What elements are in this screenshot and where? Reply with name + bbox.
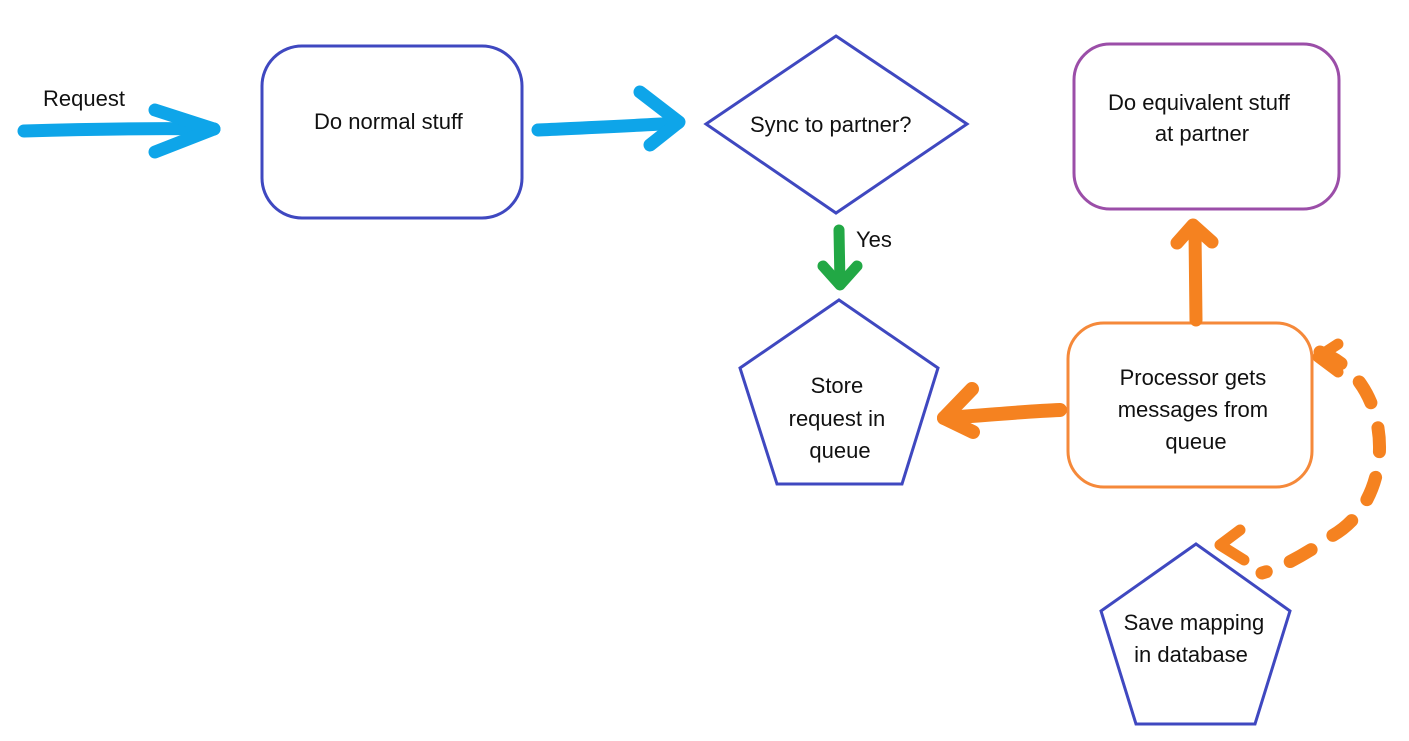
to-decision-arrow (531, 85, 686, 152)
yes-arrow (817, 224, 863, 291)
store-request-pentagon (738, 298, 940, 486)
processor-to-partner-arrow (1170, 218, 1219, 327)
processor-line-1: Processor gets (1120, 365, 1267, 390)
do-equivalent-box (1072, 42, 1341, 211)
yes-label: Yes (856, 227, 892, 252)
save-mapping-line-2: in database (1134, 642, 1248, 667)
processor-line-2: messages from (1118, 397, 1268, 422)
store-request-line-1: Store (811, 373, 864, 398)
store-request-label: Store request in queue (789, 373, 892, 463)
processor-line-3: queue (1165, 429, 1226, 454)
store-request-line-2: request in (789, 406, 886, 431)
do-equivalent-label: Do equivalent stuff at partner (1108, 90, 1296, 146)
processor-box (1066, 321, 1314, 489)
do-normal-stuff-label: Do normal stuff (314, 109, 464, 134)
sync-decision-label: Sync to partner? (750, 112, 911, 137)
request-arrow (17, 103, 221, 159)
processor-label: Processor gets messages from queue (1118, 365, 1275, 454)
store-request-line-3: queue (809, 438, 870, 463)
save-mapping-label: Save mapping in database (1124, 610, 1271, 667)
do-equivalent-line-2: at partner (1155, 121, 1249, 146)
processor-to-store-arrow (937, 382, 1067, 439)
save-mapping-pentagon (1099, 542, 1292, 726)
save-mapping-line-1: Save mapping (1124, 610, 1265, 635)
sync-decision-diamond (703, 34, 970, 215)
request-label: Request (43, 86, 125, 111)
processor-database-dashed-arrow (1214, 338, 1387, 580)
do-normal-stuff-box (260, 44, 524, 220)
do-equivalent-line-1: Do equivalent stuff (1108, 90, 1291, 115)
